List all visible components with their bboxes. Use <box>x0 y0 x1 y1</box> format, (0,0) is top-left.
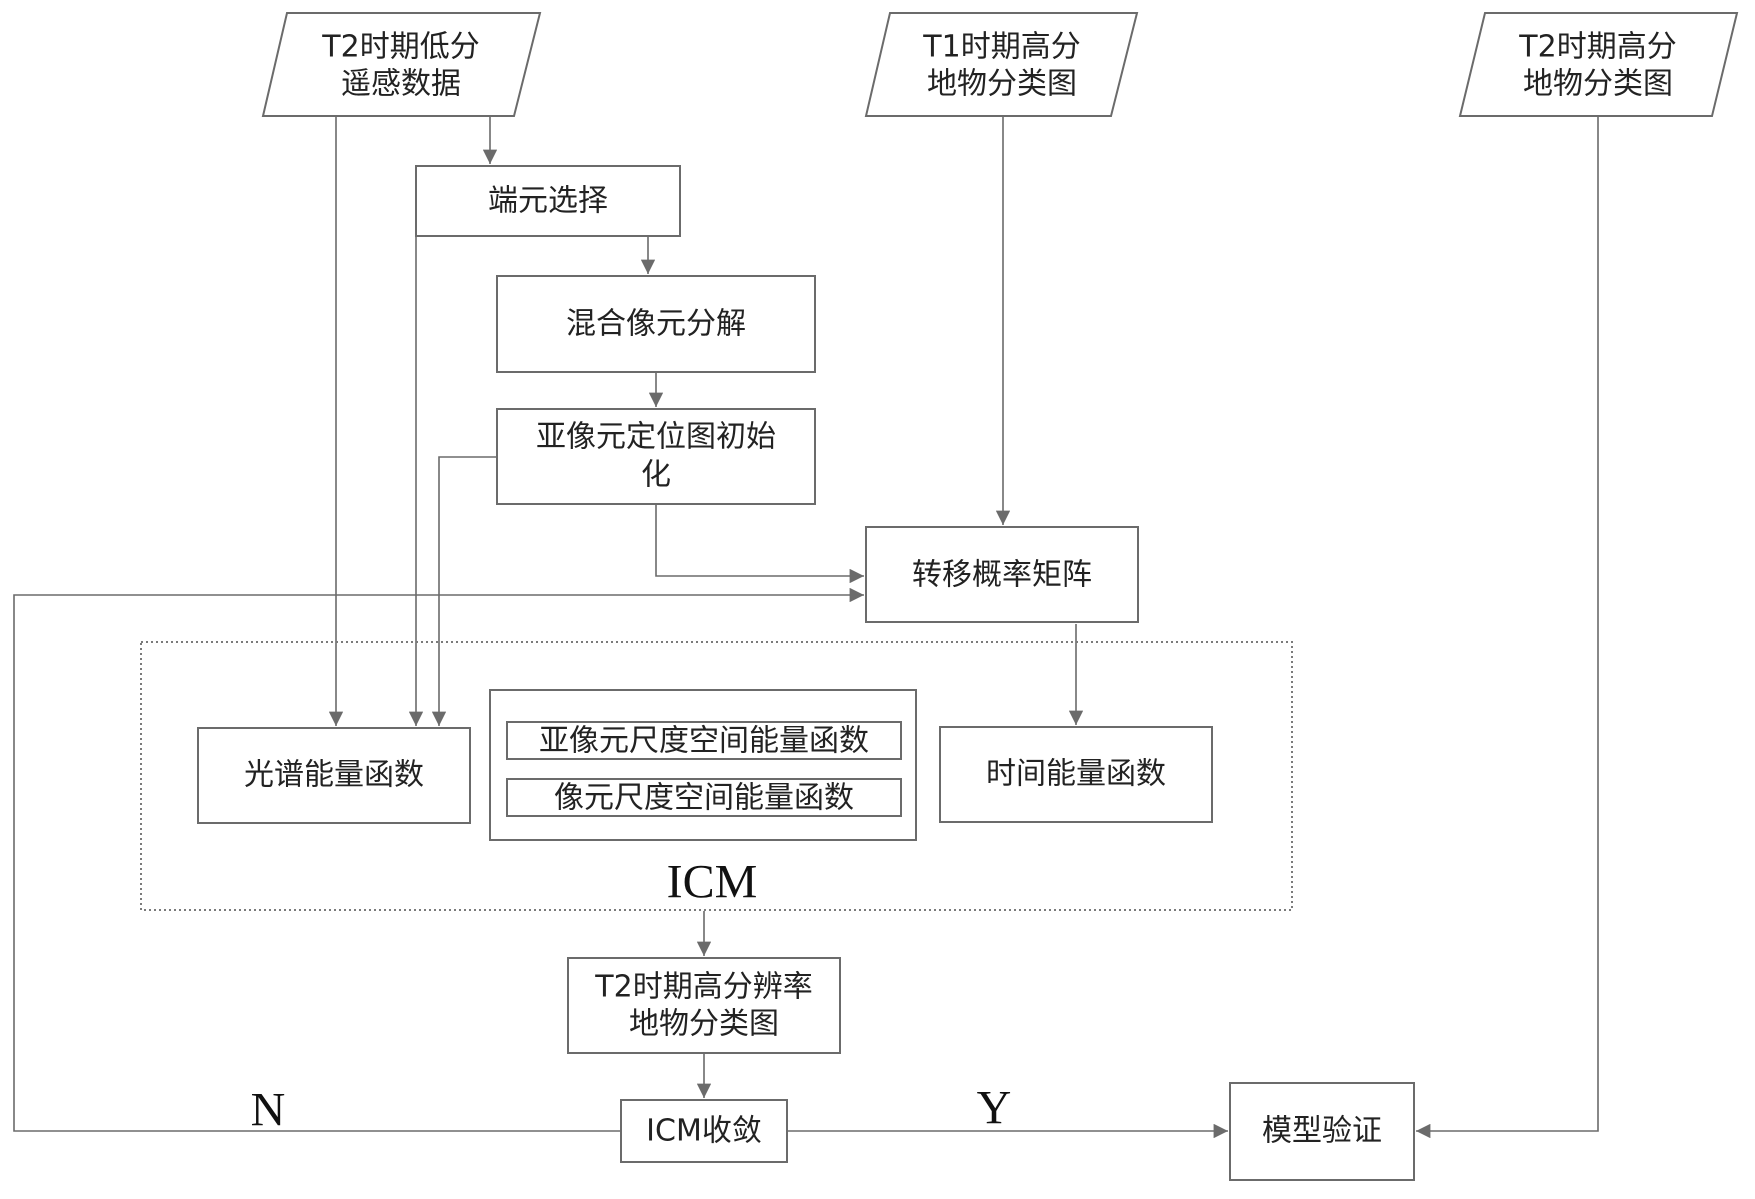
node-subpixel-init-line1: 亚像元定位图初始 <box>536 420 776 455</box>
node-subpixel-init-line2: 化 <box>641 458 671 493</box>
node-temporal-energy-label: 时间能量函数 <box>986 757 1166 792</box>
node-spatial-energy-group: 亚像元尺度空间能量函数 像元尺度空间能量函数 <box>489 689 917 841</box>
edge-label-no: N <box>251 1084 286 1137</box>
node-mixed-pixel-decomposition-label: 混合像元分解 <box>566 307 746 342</box>
node-subpixel-init: 亚像元定位图初始 化 <box>496 408 816 505</box>
node-model-validation-label: 模型验证 <box>1262 1114 1382 1149</box>
node-transition-matrix-label: 转移概率矩阵 <box>912 558 1092 593</box>
node-t2-ref-line1: T2时期高分 <box>1518 30 1676 65</box>
node-temporal-energy: 时间能量函数 <box>939 726 1213 823</box>
node-t2-low-res-line1: T2时期低分 <box>321 30 479 65</box>
node-endmember-selection: 端元选择 <box>415 165 681 237</box>
node-icm-convergence: ICM收敛 <box>620 1099 788 1163</box>
node-t2-low-res-line2: 遥感数据 <box>341 67 461 102</box>
edge-init-to-matrix <box>655 504 864 584</box>
node-t2-high-res-reference-map: T2时期高分 地物分类图 <box>1458 12 1739 117</box>
icm-container: ICM <box>140 641 1293 911</box>
node-mixed-pixel-decomposition: 混合像元分解 <box>496 275 816 373</box>
edges <box>13 116 1599 1139</box>
node-t2-result-line1: T2时期高分辨率 <box>594 970 812 1005</box>
node-spectral-energy-label: 光谱能量函数 <box>244 758 424 793</box>
node-pixel-spatial-energy-label: 像元尺度空间能量函数 <box>554 781 854 816</box>
node-t2-high-res-result: T2时期高分辨率 地物分类图 <box>567 957 841 1054</box>
node-t2-result-line2: 地物分类图 <box>629 1007 779 1042</box>
edge-init-to-spectral <box>431 456 497 726</box>
node-t1-high-res-line2: 地物分类图 <box>927 67 1077 102</box>
icm-container-label: ICM <box>667 856 758 909</box>
node-icm-convergence-label: ICM收敛 <box>646 1114 762 1149</box>
node-t1-high-res-map: T1时期高分 地物分类图 <box>864 12 1139 117</box>
node-endmember-selection-label: 端元选择 <box>488 184 608 219</box>
node-spectral-energy: 光谱能量函数 <box>197 727 471 824</box>
node-t2-low-res-data: T2时期低分 遥感数据 <box>261 12 542 117</box>
node-t1-high-res-line1: T1时期高分 <box>922 30 1080 65</box>
edge-label-yes: Y <box>977 1082 1012 1135</box>
node-t2-ref-line2: 地物分类图 <box>1523 67 1673 102</box>
edge-convergence-no-loop <box>13 587 864 1132</box>
node-subpixel-spatial-energy-label: 亚像元尺度空间能量函数 <box>539 724 869 759</box>
node-transition-matrix: 转移概率矩阵 <box>865 526 1139 623</box>
node-model-validation: 模型验证 <box>1229 1082 1415 1181</box>
edge-t2ref-to-validation <box>1416 116 1599 1139</box>
